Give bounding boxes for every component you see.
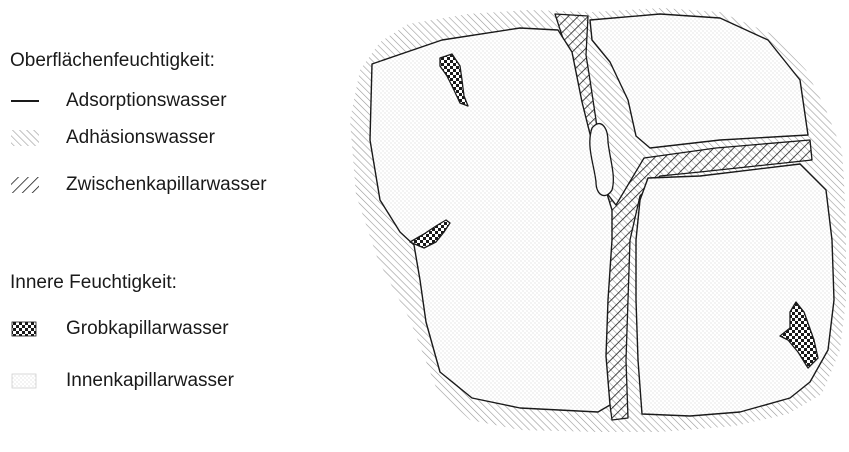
legend-label-adhesion-water: Adhäsionswasser xyxy=(66,127,215,149)
coarse-hatch-swatch-icon xyxy=(10,175,40,195)
legend-label-intercapillary-water: Zwischenkapillarwasser xyxy=(66,174,267,196)
grain-bottom-right xyxy=(636,164,834,416)
legend-label-inner-capillary-water: Innenkapillarwasser xyxy=(66,370,234,392)
surface-moisture-heading: Oberflächenfeuchtigkeit: xyxy=(10,50,215,72)
legend-item-coarse-capillary-water: Grobkapillarwasser xyxy=(10,318,229,340)
legend-item-adsorption-water: Adsorptionswasser xyxy=(10,90,227,112)
fine-hatch-swatch-icon xyxy=(10,128,40,148)
grain-left xyxy=(370,28,612,412)
legend-item-intercapillary-water: Zwischenkapillarwasser xyxy=(10,174,267,196)
dotted-swatch-icon xyxy=(10,371,40,391)
line-swatch-icon xyxy=(10,91,40,111)
legend-item-adhesion-water: Adhäsionswasser xyxy=(10,127,215,149)
legend: Oberflächenfeuchtigkeit: Adsorptionswass… xyxy=(0,0,345,447)
legend-label-adsorption-water: Adsorptionswasser xyxy=(66,90,227,112)
inner-moisture-heading: Innere Feuchtigkeit: xyxy=(10,272,177,294)
legend-label-coarse-capillary-water: Grobkapillarwasser xyxy=(66,318,229,340)
grain-cross-section-illustration xyxy=(345,0,849,447)
moisture-diagram xyxy=(345,0,849,447)
legend-item-inner-capillary-water: Innenkapillarwasser xyxy=(10,370,234,392)
checker-swatch-icon xyxy=(10,319,40,339)
